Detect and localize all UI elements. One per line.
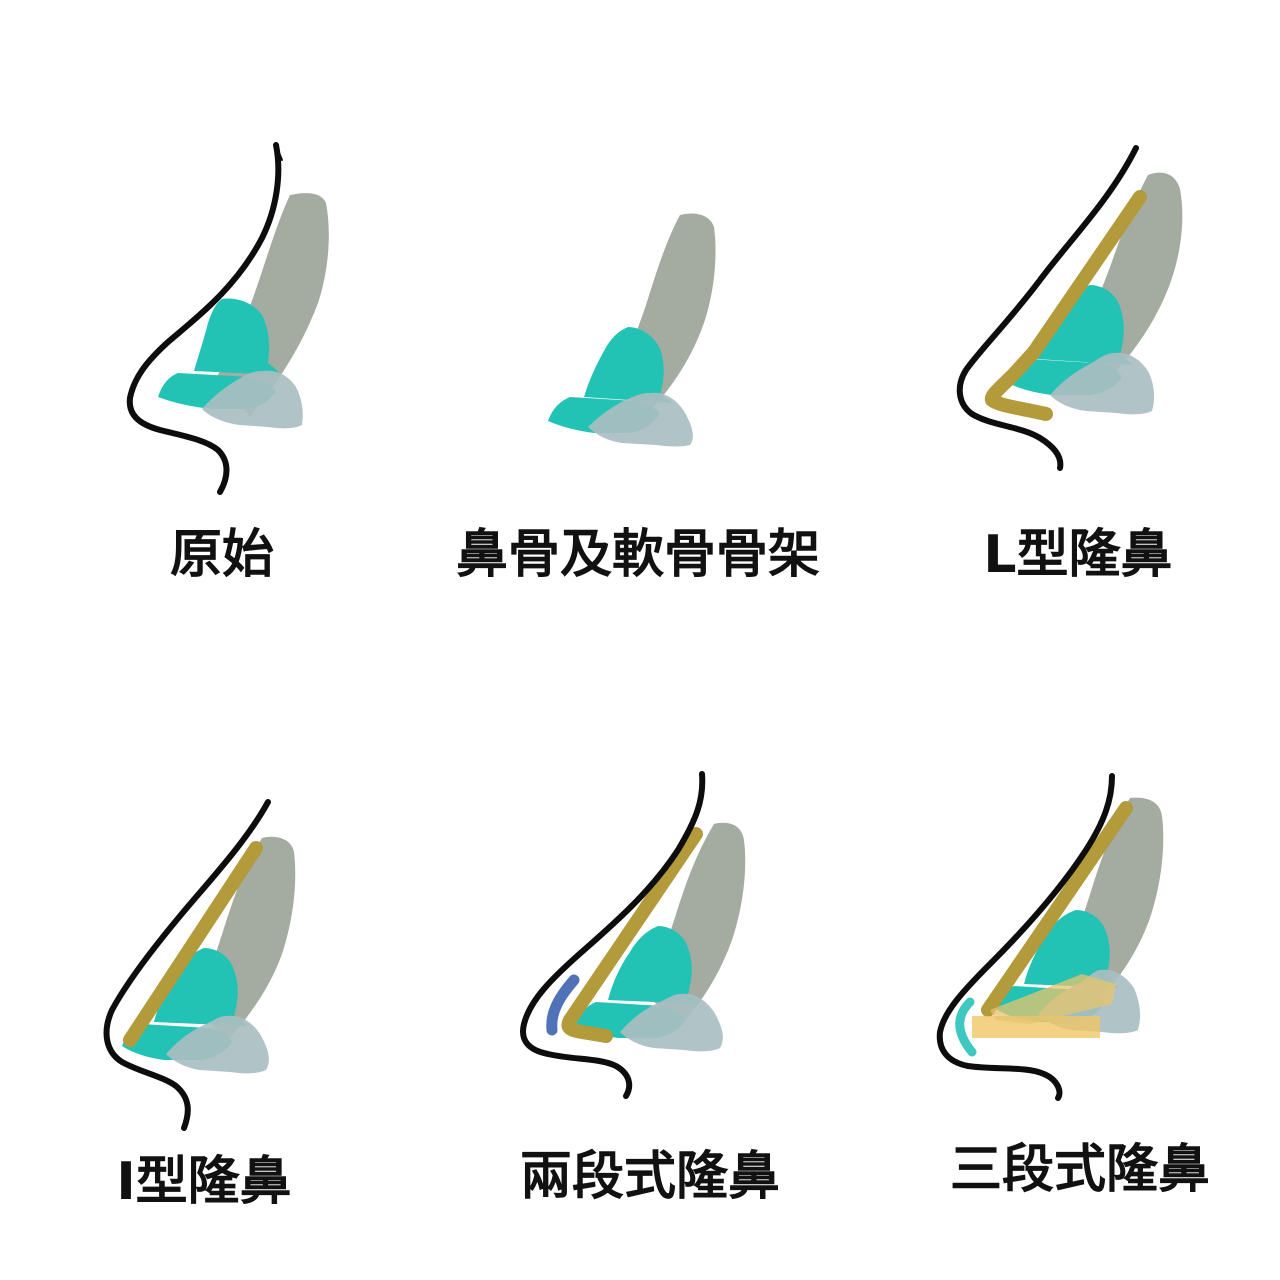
three-stage-layer-lower (972, 1016, 1100, 1038)
septum-tip-shape (588, 392, 693, 447)
three-stage-layer-upper (990, 974, 1116, 1024)
panel-i-shape (103, 799, 296, 1131)
panel-original (126, 142, 329, 495)
nose-profile-outline (936, 773, 1115, 1101)
i-shape-implant (123, 841, 263, 1047)
label-two-stage: 兩段式隆鼻 (519, 1147, 780, 1207)
upper-cartilage-shape (1024, 910, 1118, 988)
tip-graft (546, 974, 580, 1036)
label-i-shape: I型隆鼻 (116, 1152, 292, 1212)
two-stage-implant (561, 827, 703, 1043)
upper-cartilage-shape (154, 948, 246, 1026)
septum-tip-shape (202, 370, 303, 429)
panel-two-stage (520, 771, 746, 1099)
label-l-shape: L型隆鼻 (983, 525, 1173, 585)
tip-cap-graft (955, 997, 977, 1057)
nose-profile-outline (956, 145, 1139, 471)
panel-three-stage (936, 773, 1164, 1101)
panel-l-shape (956, 145, 1183, 471)
label-three-stage: 三段式隆鼻 (949, 1140, 1210, 1200)
l-shape-implant (984, 190, 1147, 421)
label-original: 原始 (169, 525, 274, 585)
upper-cartilage-shape (1036, 285, 1132, 365)
upper-cartilage-shape (194, 298, 280, 375)
septum-tip-shape (1050, 352, 1155, 415)
nose-profile-outline (126, 142, 282, 495)
upper-cartilage-shape (608, 926, 700, 1004)
septum-tip-shape (166, 1015, 269, 1074)
septum-tip-shape (620, 993, 723, 1052)
nose-profile-outline (103, 799, 271, 1131)
three-stage-silicone (981, 801, 1133, 1017)
upper-cartilage-shape (584, 327, 672, 403)
panel-skeleton (548, 213, 716, 447)
label-skeleton: 鼻骨及軟骨骨架 (455, 525, 820, 585)
nose-profile-outline (520, 771, 706, 1099)
